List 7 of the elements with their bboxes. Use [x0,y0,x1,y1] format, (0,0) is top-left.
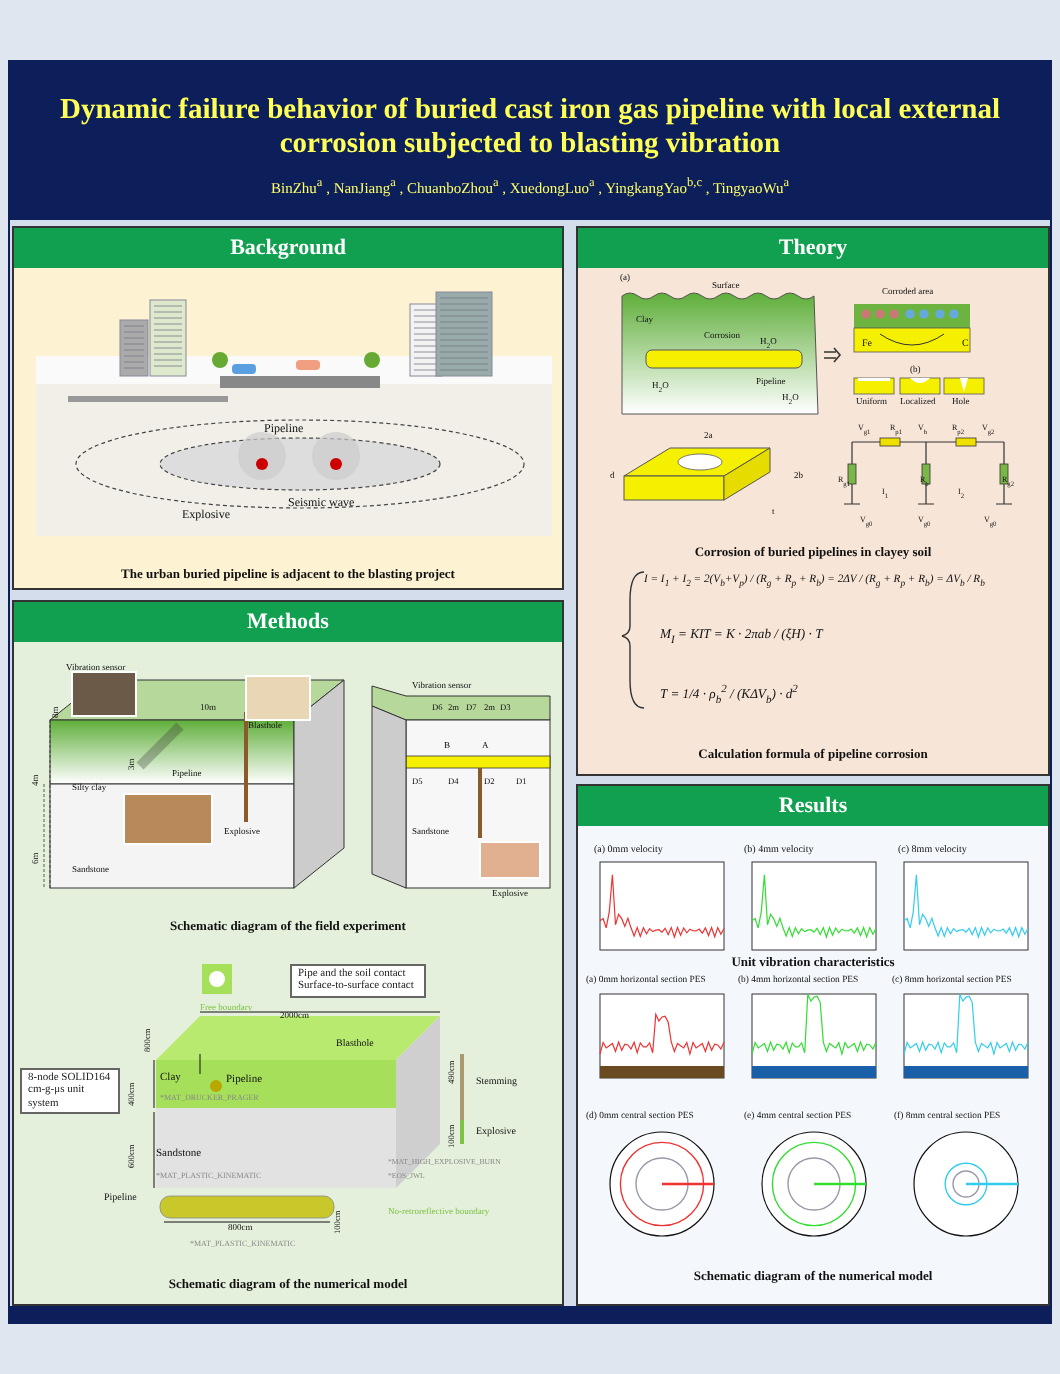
section-header: Methods [14,602,562,642]
section-header: Background [14,228,562,268]
section-header: Theory [578,228,1048,268]
callout-box [290,964,426,998]
poster-title: Dynamic failure behavior of buried cast iron gas pipeline with local external corrosion subjected to blasting vibration [57,94,1003,164]
section-header: Results [578,786,1048,826]
callout-box [20,1068,120,1114]
